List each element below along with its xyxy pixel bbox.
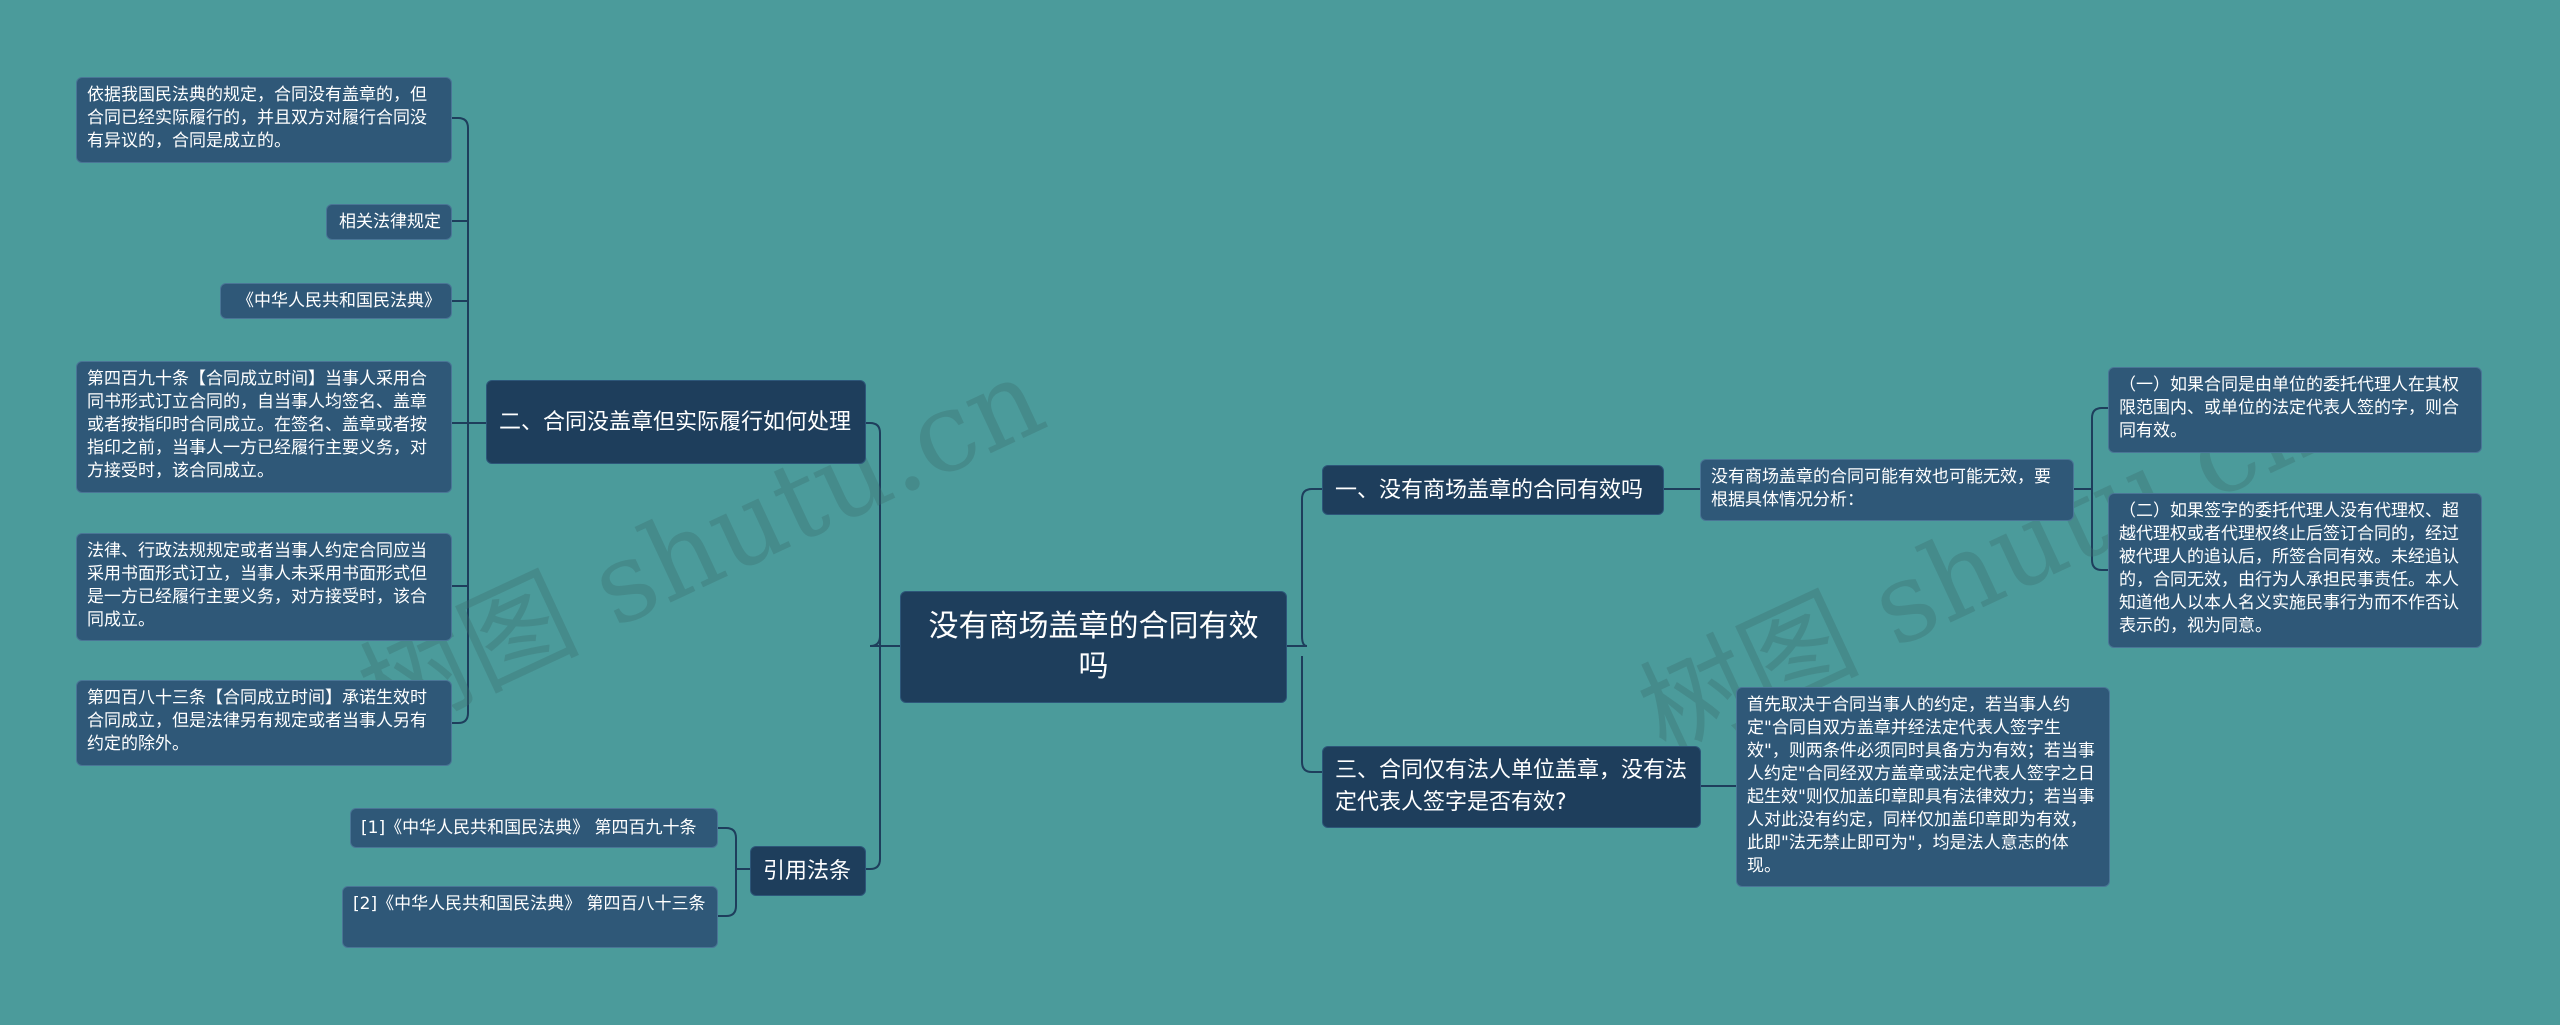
leaf-node-agreement-detail[interactable]: 首先取决于合同当事人的约定，若当事人约定"合同自双方盖章并经法定代表人签字生效"… [1736, 687, 2110, 887]
branch-node-legal-rep-signature[interactable]: 三、合同仅有法人单位盖章，没有法定代表人签字是否有效? [1322, 746, 1701, 828]
branch-node-cited-articles[interactable]: 引用法条 [750, 846, 866, 896]
leaf-node-case-1[interactable]: （一）如果合同是由单位的委托代理人在其权限范围内、或单位的法定代表人签的字，则合… [2108, 367, 2482, 453]
leaf-node-case-2[interactable]: （二）如果签字的委托代理人没有代理权、超越代理权或者代理权终止后签订合同的，经过… [2108, 493, 2482, 648]
leaf-node-related-laws[interactable]: 相关法律规定 [326, 204, 452, 240]
branch-node-valid-without-stamp[interactable]: 一、没有商场盖章的合同有效吗 [1322, 465, 1664, 515]
leaf-node-citation-2[interactable]: [2]《中华人民共和国民法典》 第四百八十三条 [342, 886, 718, 948]
root-node[interactable]: 没有商场盖章的合同有效吗 [900, 591, 1287, 703]
leaf-node-written-form[interactable]: 法律、行政法规规定或者当事人约定合同应当采用书面形式订立，当事人未采用书面形式但… [76, 533, 452, 641]
leaf-node-civil-code-rule[interactable]: 依据我国民法典的规定，合同没有盖章的，但合同已经实际履行的，并且双方对履行合同没… [76, 77, 452, 163]
leaf-node-civil-code-title[interactable]: 《中华人民共和国民法典》 [220, 283, 452, 319]
leaf-node-article-483[interactable]: 第四百八十三条【合同成立时间】承诺生效时合同成立，但是法律另有规定或者当事人另有… [76, 680, 452, 766]
leaf-node-analysis[interactable]: 没有商场盖章的合同可能有效也可能无效，要根据具体情况分析： [1700, 459, 2074, 521]
leaf-node-article-490[interactable]: 第四百九十条【合同成立时间】当事人采用合同书形式订立合同的，自当事人均签名、盖章… [76, 361, 452, 493]
leaf-node-citation-1[interactable]: [1]《中华人民共和国民法典》 第四百九十条 [350, 808, 718, 848]
branch-node-performed-without-stamp[interactable]: 二、合同没盖章但实际履行如何处理 [486, 380, 866, 464]
